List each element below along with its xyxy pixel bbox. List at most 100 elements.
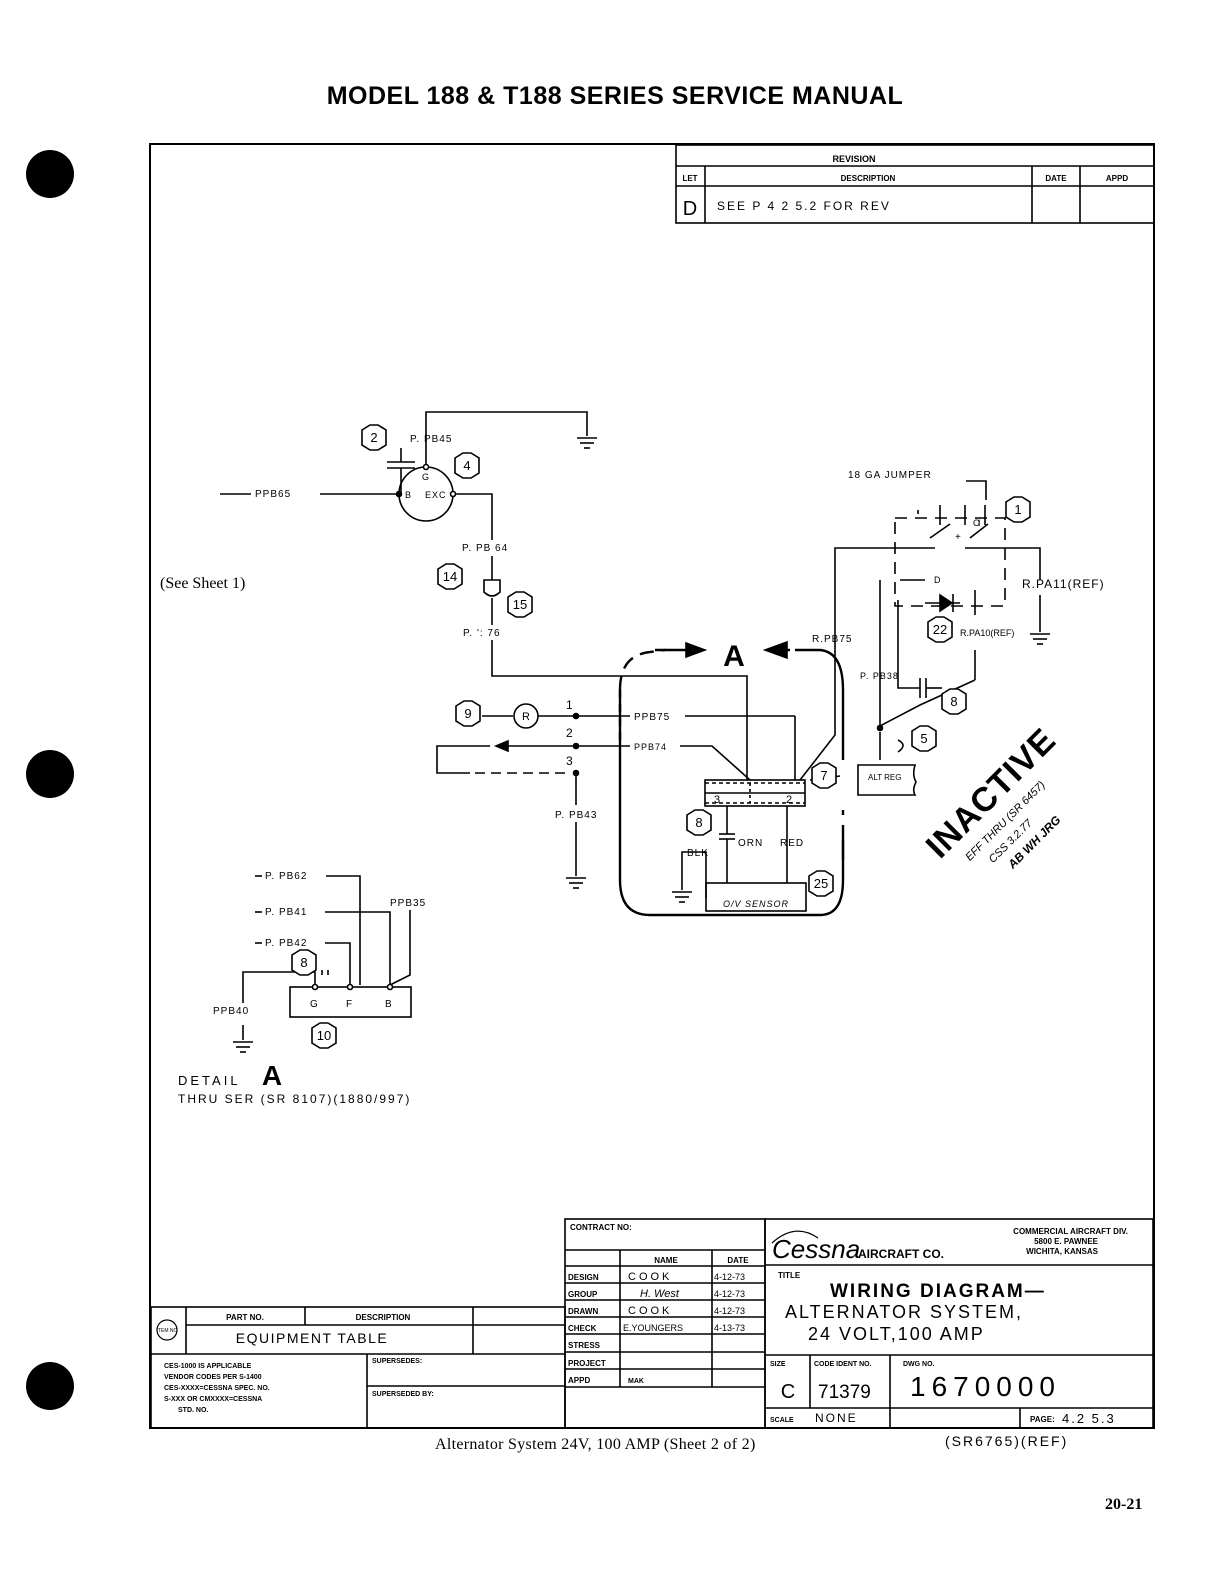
- callout-9: 9: [464, 706, 471, 721]
- callout-8: 8: [950, 694, 957, 709]
- item-no: ITEM NO: [157, 1328, 178, 1334]
- label-wire-3: 3: [566, 754, 574, 768]
- callout-8: 8: [695, 815, 702, 830]
- label-jumper: 18 GA JUMPER: [848, 470, 932, 481]
- title-line-1: WIRING DIAGRAM—: [830, 1281, 1046, 1302]
- revision-block: [675, 144, 1155, 224]
- switch-wiring: [857, 480, 1050, 796]
- size-value: C: [781, 1381, 795, 1403]
- label-conn-2: 2: [786, 794, 793, 806]
- page-value: 4.2 5.3: [1062, 1411, 1116, 1426]
- detail-a-drawing: [233, 875, 412, 1053]
- label-ppb65: PPB65: [255, 489, 291, 500]
- revision-col-description: DESCRIPTION: [841, 174, 896, 183]
- tb-col-date: DATE: [727, 1256, 749, 1265]
- callout-2: 2: [370, 430, 377, 445]
- label-sensor: O/V SENSOR: [723, 899, 789, 909]
- label-r: R: [522, 711, 530, 723]
- title-block: [564, 1218, 1154, 1429]
- label-reg-g: G: [310, 999, 319, 1010]
- label-gen-g: G: [422, 472, 430, 482]
- label-gen-b: B: [405, 490, 412, 500]
- tb-date-check: 4-13-73: [714, 1323, 745, 1333]
- page-title: MODEL 188 & T188 SERIES SERVICE MANUAL: [326, 82, 904, 110]
- code-ident-label: CODE IDENT NO.: [814, 1361, 872, 1368]
- eq-note-line: S-XXX OR CMXXXX=CESSNA: [164, 1396, 262, 1403]
- inactive-stamp: INACTIVE EFF THRU (SR 6457) CSS 3.2.77 A…: [919, 721, 1064, 872]
- label-detail: DETAIL: [178, 1073, 241, 1088]
- binder-hole: [26, 150, 74, 198]
- callout-1: 1: [1014, 502, 1021, 517]
- superseded-by-label: SUPERSEDED BY:: [372, 1391, 434, 1398]
- tb-name-group: H. West: [640, 1288, 680, 1300]
- page-number: 20-21: [1105, 1496, 1143, 1513]
- tb-role-project: PROJECT: [568, 1359, 606, 1368]
- detail-a-marker: A: [723, 640, 745, 673]
- label-ppb74: PPB74: [634, 742, 667, 752]
- label-switch-d: D: [934, 575, 942, 585]
- scale-value: NONE: [815, 1411, 858, 1425]
- dwg-no-value: 1670000: [910, 1371, 1061, 1402]
- contract-no: CONTRACT NO:: [570, 1223, 632, 1232]
- label-switch-i: I: [978, 518, 982, 528]
- eq-title: EQUIPMENT TABLE: [236, 1330, 388, 1346]
- tb-role-appd: APPD: [568, 1376, 590, 1385]
- see-sheet-note: (See Sheet 1): [160, 575, 246, 592]
- detail-a-outline: [618, 640, 845, 917]
- dwg-no-label: DWG NO.: [903, 1361, 935, 1368]
- tb-name-check: E.YOUNGERS: [623, 1323, 683, 1333]
- eq-note-line: CES-1000 IS APPLICABLE: [164, 1363, 252, 1370]
- label-ppb64: P. PB 64: [462, 543, 508, 554]
- callout-4: 4: [463, 458, 470, 473]
- label-thru-ser: THRU SER (SR 8107)(1880/997): [178, 1092, 411, 1106]
- label-orn: ORN: [738, 838, 763, 849]
- eq-col-part-no: PART NO.: [226, 1313, 264, 1322]
- title-label: TITLE: [778, 1271, 801, 1280]
- label-ppb43: P. PB43: [555, 810, 597, 821]
- title-line-3: 24 VOLT,100 AMP: [808, 1324, 985, 1344]
- label-blk: BLK: [687, 848, 709, 859]
- tb-date-design: 4-12-73: [714, 1272, 745, 1282]
- revision-description: SEE P 4 2 5.2 FOR REV: [717, 199, 891, 213]
- page-label: PAGE:: [1030, 1415, 1055, 1424]
- cessna-logo: Cessna: [772, 1234, 860, 1264]
- label-wire-2: 2: [566, 726, 574, 740]
- revision-col-date: DATE: [1045, 174, 1067, 183]
- label-switch-plus: +: [955, 532, 962, 543]
- label-ppb45: P. PB45: [410, 434, 452, 445]
- size-label: SIZE: [770, 1361, 786, 1368]
- label-detail-letter: A: [262, 1060, 282, 1091]
- tb-name-drawn: COOK: [628, 1305, 672, 1317]
- binder-hole: [26, 750, 74, 798]
- callout-14: 14: [443, 569, 457, 584]
- label-gen-exc: EXC: [425, 490, 447, 500]
- eq-note-line: CES-XXXX=CESSNA SPEC. NO.: [164, 1385, 270, 1392]
- tb-col-name: NAME: [654, 1256, 678, 1265]
- tb-name-appd: MAK: [628, 1378, 644, 1385]
- revision-letter: D: [683, 198, 697, 220]
- alt-reg: [857, 764, 917, 796]
- label-switch-o: O: [973, 518, 981, 528]
- address-2: WICHITA, KANSAS: [1026, 1247, 1099, 1256]
- center-wiring: [436, 547, 935, 912]
- label-ppb38: P. PB38: [860, 671, 899, 681]
- supersedes-label: SUPERSEDES:: [372, 1358, 422, 1365]
- title-line-2: ALTERNATOR SYSTEM,: [785, 1302, 1023, 1322]
- label-red: RED: [780, 838, 804, 849]
- division: COMMERCIAL AIRCRAFT DIV.: [1013, 1227, 1128, 1236]
- revision-heading: REVISION: [832, 154, 875, 164]
- callout-25: 25: [814, 876, 828, 891]
- label-ppb42: P. PB42: [265, 938, 307, 949]
- label-p76: P. ': 76: [463, 628, 501, 639]
- label-ppb75: PPB75: [634, 712, 670, 723]
- tb-name-design: COOK: [628, 1271, 672, 1283]
- label-ppb62: P. PB62: [265, 871, 307, 882]
- eq-note-line: VENDOR CODES PER S-1400: [164, 1374, 262, 1381]
- tb-role-stress: STRESS: [568, 1341, 601, 1350]
- generator-wiring: [220, 411, 748, 780]
- label-rpb75: R.PB75: [812, 634, 852, 645]
- revision-col-appd: APPD: [1106, 174, 1128, 183]
- figure-caption: Alternator System 24V, 100 AMP (Sheet 2 …: [435, 1436, 756, 1453]
- eq-note-line: STD. NO.: [178, 1407, 208, 1414]
